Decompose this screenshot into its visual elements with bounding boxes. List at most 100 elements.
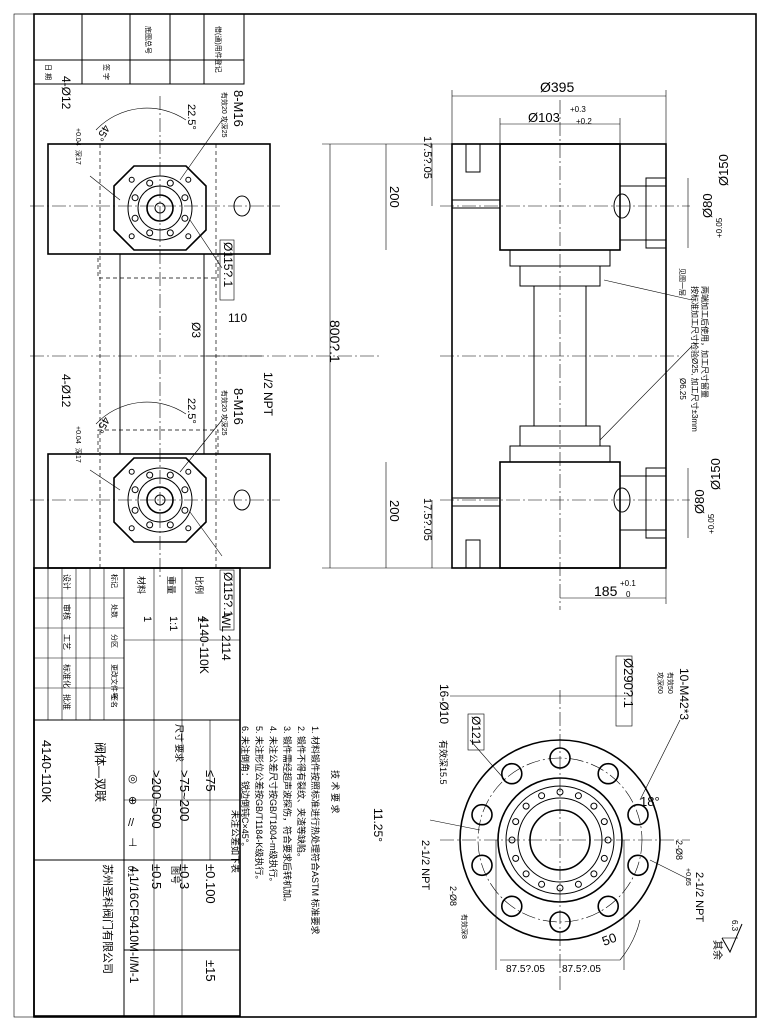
flange-small-hole xyxy=(600,818,608,826)
bolt-hole xyxy=(146,229,154,237)
note-3: 3. 锻件需经超声波探伤，符合要求后转机加。 xyxy=(282,726,293,907)
stamp-label-1: 借(通)用件登记 xyxy=(214,26,223,73)
dim-d395: Ø395 xyxy=(540,79,574,95)
title-rev-1: 标记 xyxy=(110,574,119,588)
notes-heading: 技 术 要 求 xyxy=(330,770,341,814)
title-weight-label: 重量 xyxy=(166,576,177,594)
left-holes-bot-depth: 深17 xyxy=(74,448,83,463)
bore-note-1: 两端加工后使用，加工尺寸留量 xyxy=(700,286,710,398)
flange-pin-a-tol: +0.05 xyxy=(684,868,691,886)
bolt-hole xyxy=(131,486,139,494)
dim-d150-top: Ø150 xyxy=(716,154,731,186)
left-angle-45-bot: 45° xyxy=(93,415,112,435)
bolt-hole xyxy=(166,471,174,479)
tol-heading: 未注公差如下表 xyxy=(230,810,241,873)
title-company: 苏州圣科阀门有限公司 xyxy=(101,864,115,974)
left-d3: Ø3 xyxy=(189,322,203,338)
left-holes-bot-tol: +0.04 xyxy=(74,426,81,444)
flange-small-hole xyxy=(556,884,564,892)
flange-small-hole xyxy=(574,880,582,888)
sheet-border-outer xyxy=(13,13,757,1018)
bottom-flange-view xyxy=(113,457,207,543)
tol-symbol-2: ⊕ xyxy=(128,795,137,807)
left-d115-bot: Ø115?.1 xyxy=(221,572,235,617)
tol-tol-2: ±0.3 xyxy=(177,864,192,889)
dim-d103-tol-up: +0.3 xyxy=(570,105,586,114)
title-part-name: 阀体—双联 xyxy=(93,742,107,802)
flange-offset-b: 87.5?.05 xyxy=(562,964,601,975)
left-bolts-top: 8-M16 xyxy=(231,90,246,127)
title-role-4: 标准化 xyxy=(62,664,72,688)
flange-pin-b-depth: 有效深8 xyxy=(460,914,469,939)
dim-d80-bot-tol: +0.05 xyxy=(707,513,716,534)
tol-tol-1: ±0.100 xyxy=(203,864,218,904)
flange-pin-b: 2-Ø8 xyxy=(448,886,458,906)
bolt-hole xyxy=(166,179,174,187)
note-5: 5. 未注形位公差按GB/T1184-K级执行。 xyxy=(254,726,265,884)
sheet-border-inner xyxy=(33,13,757,1018)
flange-small-hole xyxy=(522,802,530,810)
dim-d80-top: Ø80 xyxy=(700,193,715,218)
flange-small-hole xyxy=(538,880,546,888)
title-role-1: 设计 xyxy=(62,574,72,590)
tol-col-size: 尺寸 xyxy=(174,724,185,742)
bore-note-3: Ø6.25 xyxy=(678,378,687,400)
title-role-5: 批准 xyxy=(62,694,72,710)
roughness-value: 6.3 xyxy=(730,920,739,932)
title-material-side: 4140-110K xyxy=(39,740,54,803)
title-role-2: 审核 xyxy=(62,604,72,620)
dim-185-tol-lo: 0 xyxy=(626,590,631,599)
flange-bolt-hole xyxy=(500,762,523,785)
pin-hole xyxy=(128,525,135,532)
roughness-other: 其余 xyxy=(711,940,724,960)
stamp-label-3: 签 字 xyxy=(102,64,111,80)
dim-185: 185 xyxy=(594,583,618,599)
flange-small-hole xyxy=(522,870,530,878)
tol-symbol-1: ◎ xyxy=(128,773,138,785)
left-holes-bot: 4-Ø12 xyxy=(59,374,73,408)
title-material: 4140-110K xyxy=(197,616,211,674)
pin-hole xyxy=(185,468,192,475)
dim-d103: Ø103 xyxy=(528,110,560,125)
note-4: 4. 未注公差尺寸按GB/T1804-m级执行。 xyxy=(268,726,279,887)
pin-hole xyxy=(128,233,135,240)
left-holes-top-tol: +0.04 xyxy=(74,128,81,146)
section-dimensions xyxy=(322,90,693,604)
title-scale-label: 比例 xyxy=(194,576,205,594)
title-scale: 1:1 xyxy=(167,616,179,631)
pin-hole xyxy=(185,233,192,240)
flange-small-hole xyxy=(590,802,598,810)
dim-d103-tol-lo: +0.2 xyxy=(576,117,592,126)
title-rev-3: 分区 xyxy=(110,634,119,648)
tolerance-table xyxy=(123,719,241,861)
side-hole-bot xyxy=(233,489,251,511)
stamp-label-4: 日 期 xyxy=(44,64,52,80)
flange-small-hole xyxy=(556,788,564,796)
stamp-label-2: 底图总号 xyxy=(144,26,153,54)
dim-185-tol-up: +0.1 xyxy=(620,579,636,588)
title-count: 1 xyxy=(141,616,153,622)
flange-small-hole xyxy=(512,818,520,826)
title-ref-no: WL 2114 xyxy=(219,614,233,661)
flange-bolt-hole xyxy=(500,895,523,918)
flange-holes-depth: 有效深15.5 xyxy=(438,740,449,785)
dim-175-bot: 17.5?.05 xyxy=(421,498,433,541)
left-angle-225-top: 22.5° xyxy=(185,104,197,130)
note-6: 6. 未注倒角：锐边倒钝C×45°。 xyxy=(240,726,251,851)
bolt-hole xyxy=(181,486,189,494)
bolt-hole xyxy=(146,179,154,187)
pin-hole xyxy=(128,468,135,475)
bolt-hole xyxy=(166,229,174,237)
left-view-body-bot xyxy=(47,453,271,569)
tol-last: ±15 xyxy=(203,960,218,982)
flange-npt-b: 2-1/2 NPT xyxy=(693,872,705,922)
title-rev-5: 签名 xyxy=(110,694,119,708)
flange-offset-a: 87.5?.05 xyxy=(506,964,545,975)
dim-d80-bot: Ø80 xyxy=(692,489,707,514)
flange-bolt-hole xyxy=(627,803,649,826)
bolt-hole xyxy=(146,521,154,529)
flange-bolt-hole xyxy=(549,911,571,933)
flange-ang18: 18° xyxy=(640,794,660,809)
left-bolts-top-note: 有效20 攻深25 xyxy=(220,92,229,138)
bolt-hole xyxy=(146,471,154,479)
